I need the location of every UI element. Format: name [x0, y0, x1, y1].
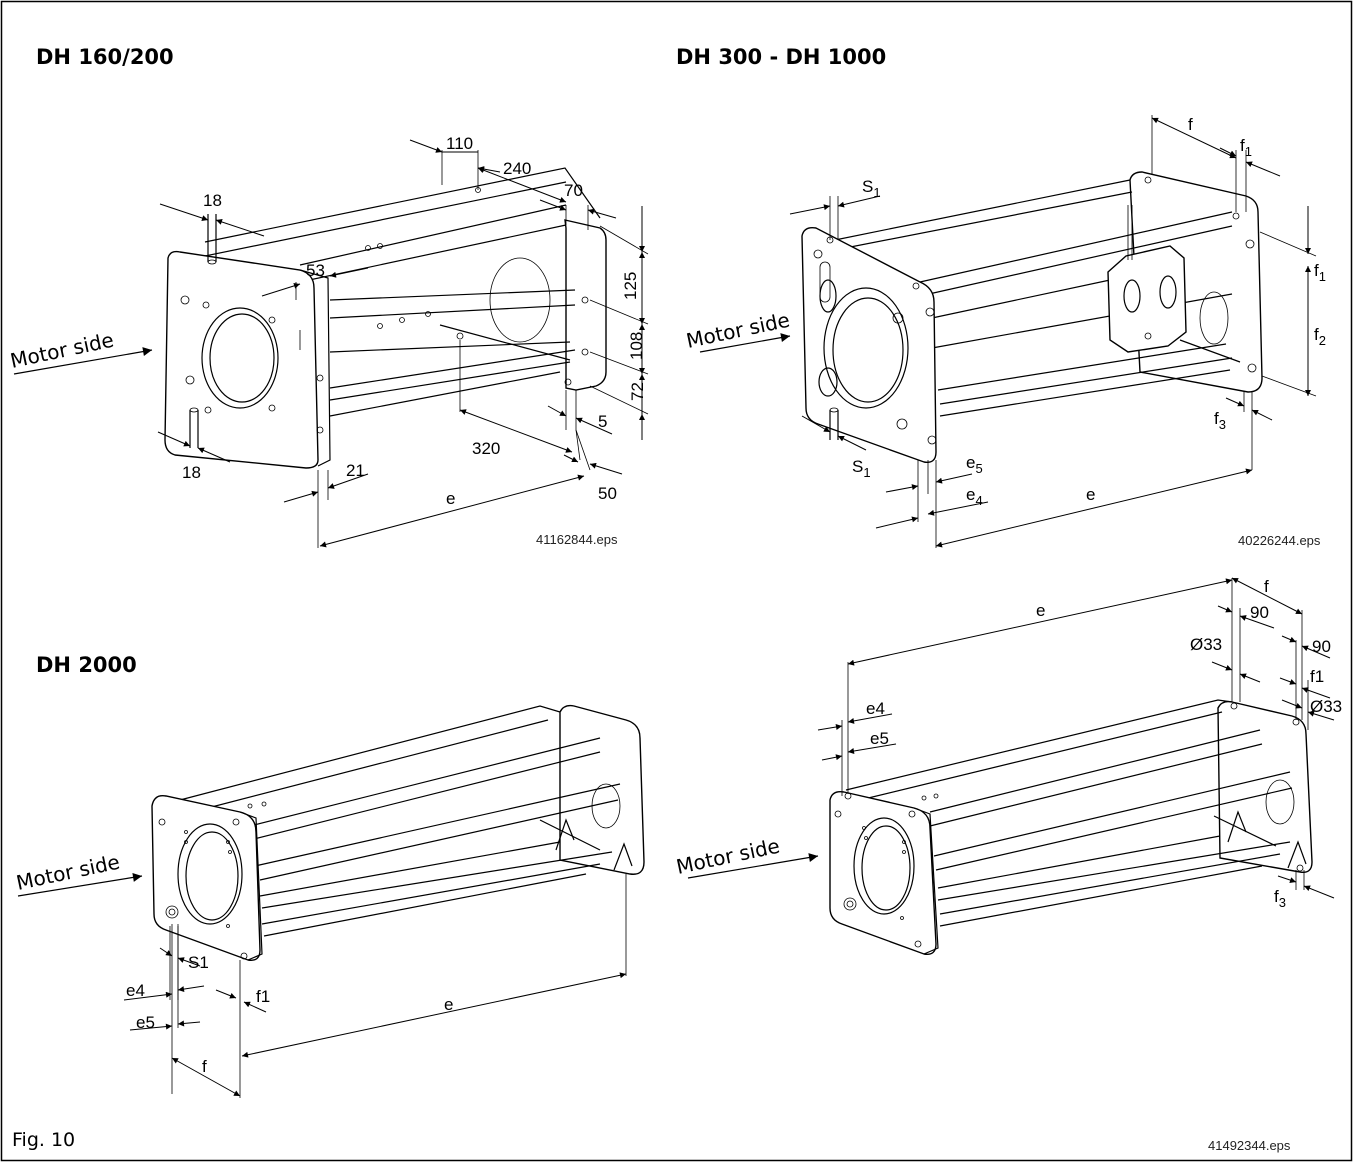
frame-drawing-dh2000	[151, 704, 645, 1000]
dim-5: 5	[598, 412, 607, 431]
dim-e5: e5	[136, 1013, 155, 1032]
figure-caption: Fig. 10	[12, 1129, 75, 1151]
dim-f: f	[1188, 115, 1193, 134]
dim-s1-top: S1	[862, 177, 881, 200]
dim-f: f	[1264, 577, 1269, 596]
dim-f1: f1	[256, 987, 270, 1006]
dim-s1: S1	[188, 953, 209, 972]
dim-18-top: 18	[203, 191, 222, 210]
dim-70: 70	[564, 181, 583, 200]
panel-title: DH 2000	[36, 653, 137, 677]
panel-title: DH 160/200	[36, 45, 174, 69]
dimensions-dh300: f f1 f1 f2 f3 S1 S1	[789, 115, 1326, 548]
dim-f2: f2	[1314, 325, 1326, 348]
motor-side-dh2000: Motor side	[14, 850, 143, 897]
panel-title: DH 300 - DH 1000	[676, 45, 886, 69]
panel-dh300: DH 300 - DH 1000	[676, 45, 1326, 548]
dim-110: 110	[446, 134, 473, 153]
dimensions-dh2000: S1 e4 e5 f1 f e	[123, 874, 627, 1098]
dim-e: e	[1086, 485, 1095, 504]
dim-72: 72	[628, 382, 647, 401]
dim-o33-left: Ø33	[1190, 635, 1222, 654]
panel-dh2000-variant: e f 90 90 Ø33 f1 Ø33 e4 e5	[674, 577, 1342, 1153]
svg-text:Motor side: Motor side	[674, 834, 782, 879]
frame-drawing-dh160	[164, 167, 607, 469]
dimensions-dh160: 18 18 110 240 70 53	[157, 134, 649, 548]
dimensions-dh2000b: e f 90 90 Ø33 f1 Ø33 e4 e5	[817, 577, 1342, 910]
dim-e5: e5	[870, 729, 889, 748]
dim-21: 21	[346, 461, 365, 480]
dim-f: f	[202, 1057, 207, 1076]
dim-f1: f1	[1310, 667, 1324, 686]
file-name: 41162844.eps	[536, 532, 618, 547]
dim-50: 50	[598, 484, 617, 503]
dim-e: e	[1036, 601, 1045, 620]
file-name: 40226244.eps	[1238, 533, 1321, 548]
dim-53: 53	[306, 261, 325, 280]
dim-e5: e5	[966, 453, 983, 476]
svg-text:Motor side: Motor side	[684, 308, 792, 353]
dim-e: e	[444, 995, 453, 1014]
dim-108: 108	[627, 332, 646, 360]
dim-s1-bottom: S1	[852, 457, 871, 480]
dim-f3: f3	[1214, 409, 1226, 432]
dim-o33-right: Ø33	[1310, 697, 1342, 716]
motor-side-dh2000b: Motor side	[674, 834, 819, 879]
dim-18-bottom: 18	[182, 463, 201, 482]
motor-side-dh160: Motor side	[8, 328, 153, 375]
panel-dh2000: DH 2000	[14, 653, 645, 1098]
dim-e: e	[446, 489, 455, 508]
dim-320: 320	[472, 439, 500, 458]
panel-dh160: DH 160/200	[8, 45, 649, 548]
dim-f1-top: f1	[1240, 136, 1252, 159]
dim-90-right: 90	[1312, 637, 1331, 656]
dim-90-top: 90	[1250, 603, 1269, 622]
dim-125: 125	[621, 272, 640, 300]
frame-drawing-dh2000b	[829, 699, 1313, 955]
dim-e4: e4	[126, 981, 145, 1000]
frame-drawing-dh300	[801, 171, 1263, 463]
motor-side-dh300: Motor side	[684, 308, 792, 353]
file-name: 41492344.eps	[1208, 1138, 1291, 1153]
dim-240: 240	[503, 159, 531, 178]
dim-e4: e4	[866, 699, 885, 718]
dim-f3: f3	[1274, 887, 1286, 910]
dim-f1-right: f1	[1314, 261, 1326, 284]
